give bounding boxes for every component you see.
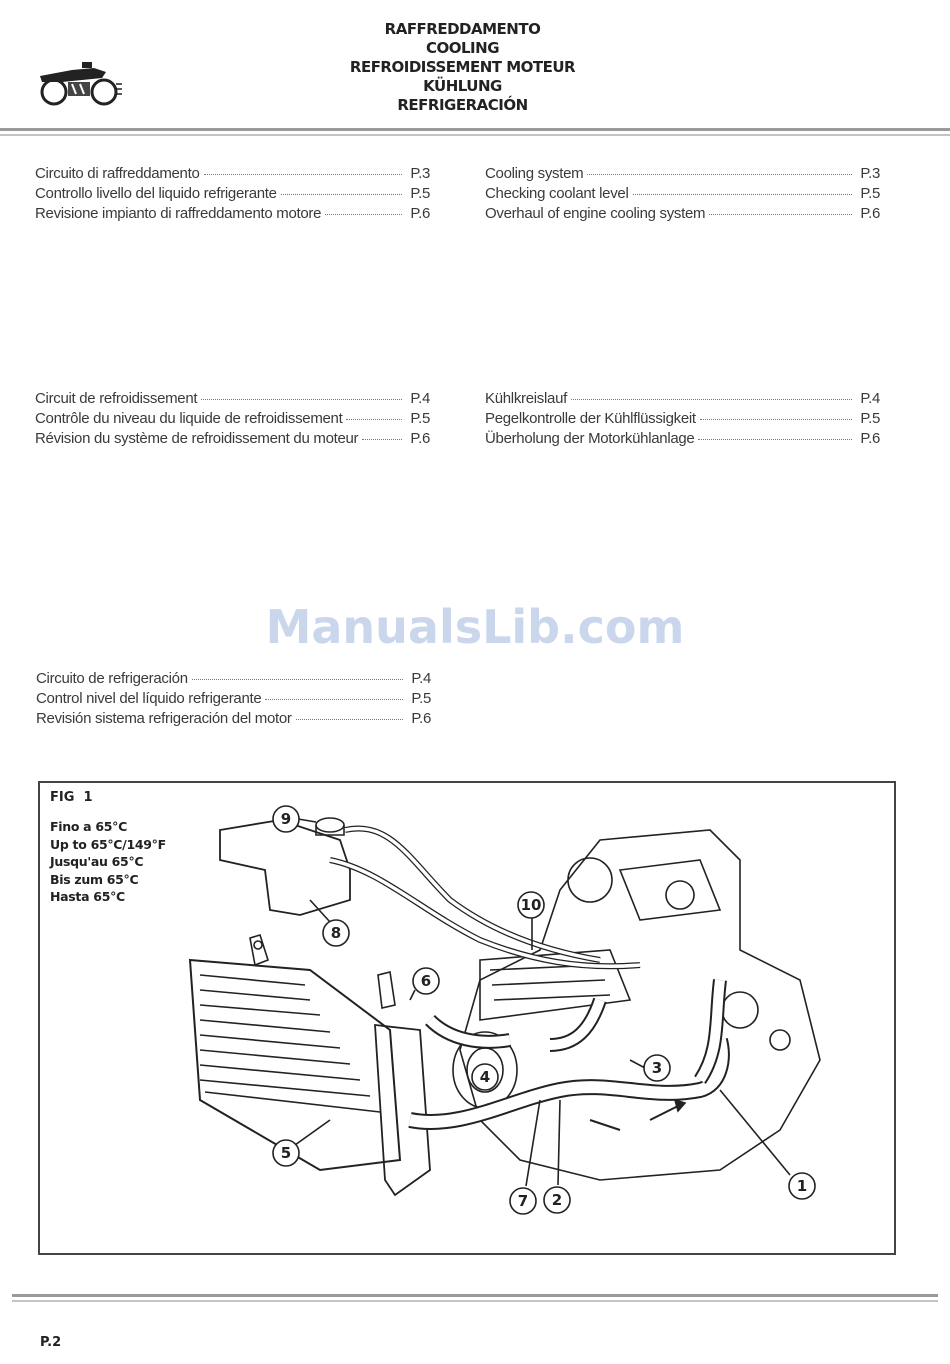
title-de: KÜHLUNG (423, 77, 502, 95)
toc-row[interactable]: Contrôle du niveau du liquide de refroid… (35, 410, 430, 427)
figure-label: FIG 1 (50, 790, 93, 805)
svg-text:9: 9 (281, 810, 291, 828)
temperature-notes: Fino a 65°C Up to 65°C/149°F Jusqu'au 65… (50, 819, 166, 904)
footer-rule-thin (12, 1300, 938, 1302)
callout-3: 3 (629, 1054, 671, 1082)
callout-2: 2 (543, 1099, 571, 1214)
callout-5: 5 (272, 1119, 331, 1167)
svg-text:10: 10 (521, 896, 542, 914)
svg-text:8: 8 (331, 924, 341, 942)
toc-row[interactable]: Révision du système de refroidissement d… (35, 430, 430, 447)
svg-text:6: 6 (421, 972, 431, 990)
callout-7: 7 (509, 1099, 541, 1215)
svg-text:3: 3 (652, 1059, 662, 1077)
callout-1: 1 (719, 1089, 816, 1200)
header-rule (0, 128, 950, 131)
svg-text:7: 7 (518, 1192, 528, 1210)
title-fr: REFROIDISSEMENT MOTEUR (349, 58, 576, 76)
callout-4: 4 (471, 1063, 499, 1091)
toc-row[interactable]: Revisione impianto di raffreddamento mot… (35, 205, 430, 222)
header-rule-thin (0, 134, 950, 136)
callout-6: 6 (409, 967, 440, 1001)
cooling-system-diagram: 1 2 3 4 5 6 7 8 9 10 (188, 805, 821, 1215)
callout-10: 10 (517, 891, 545, 950)
footer-rule (12, 1294, 938, 1297)
svg-text:5: 5 (281, 1144, 291, 1162)
svg-text:4: 4 (480, 1068, 490, 1086)
title-it: RAFFREDDAMENTO (384, 20, 541, 38)
svg-text:2: 2 (552, 1191, 562, 1209)
callout-8: 8 (309, 899, 350, 947)
chapter-titles: RAFFREDDAMENTO COOLING REFROIDISSEMENT M… (290, 20, 635, 115)
watermark: ManualsLib.com (265, 600, 685, 654)
figure-frame (38, 781, 896, 1255)
toc-row[interactable]: Controllo livello del liquido refrigeran… (35, 185, 430, 202)
callout-9: 9 (272, 805, 317, 833)
svg-text:1: 1 (797, 1177, 807, 1195)
title-es: REFRIGERACIÓN (397, 96, 528, 114)
title-en: COOLING (425, 39, 500, 57)
toc-row[interactable]: Revisión sistema refrigeración del motor… (36, 710, 431, 727)
motorcycle-icon (32, 62, 124, 111)
page-number: P.2 (40, 1335, 62, 1350)
